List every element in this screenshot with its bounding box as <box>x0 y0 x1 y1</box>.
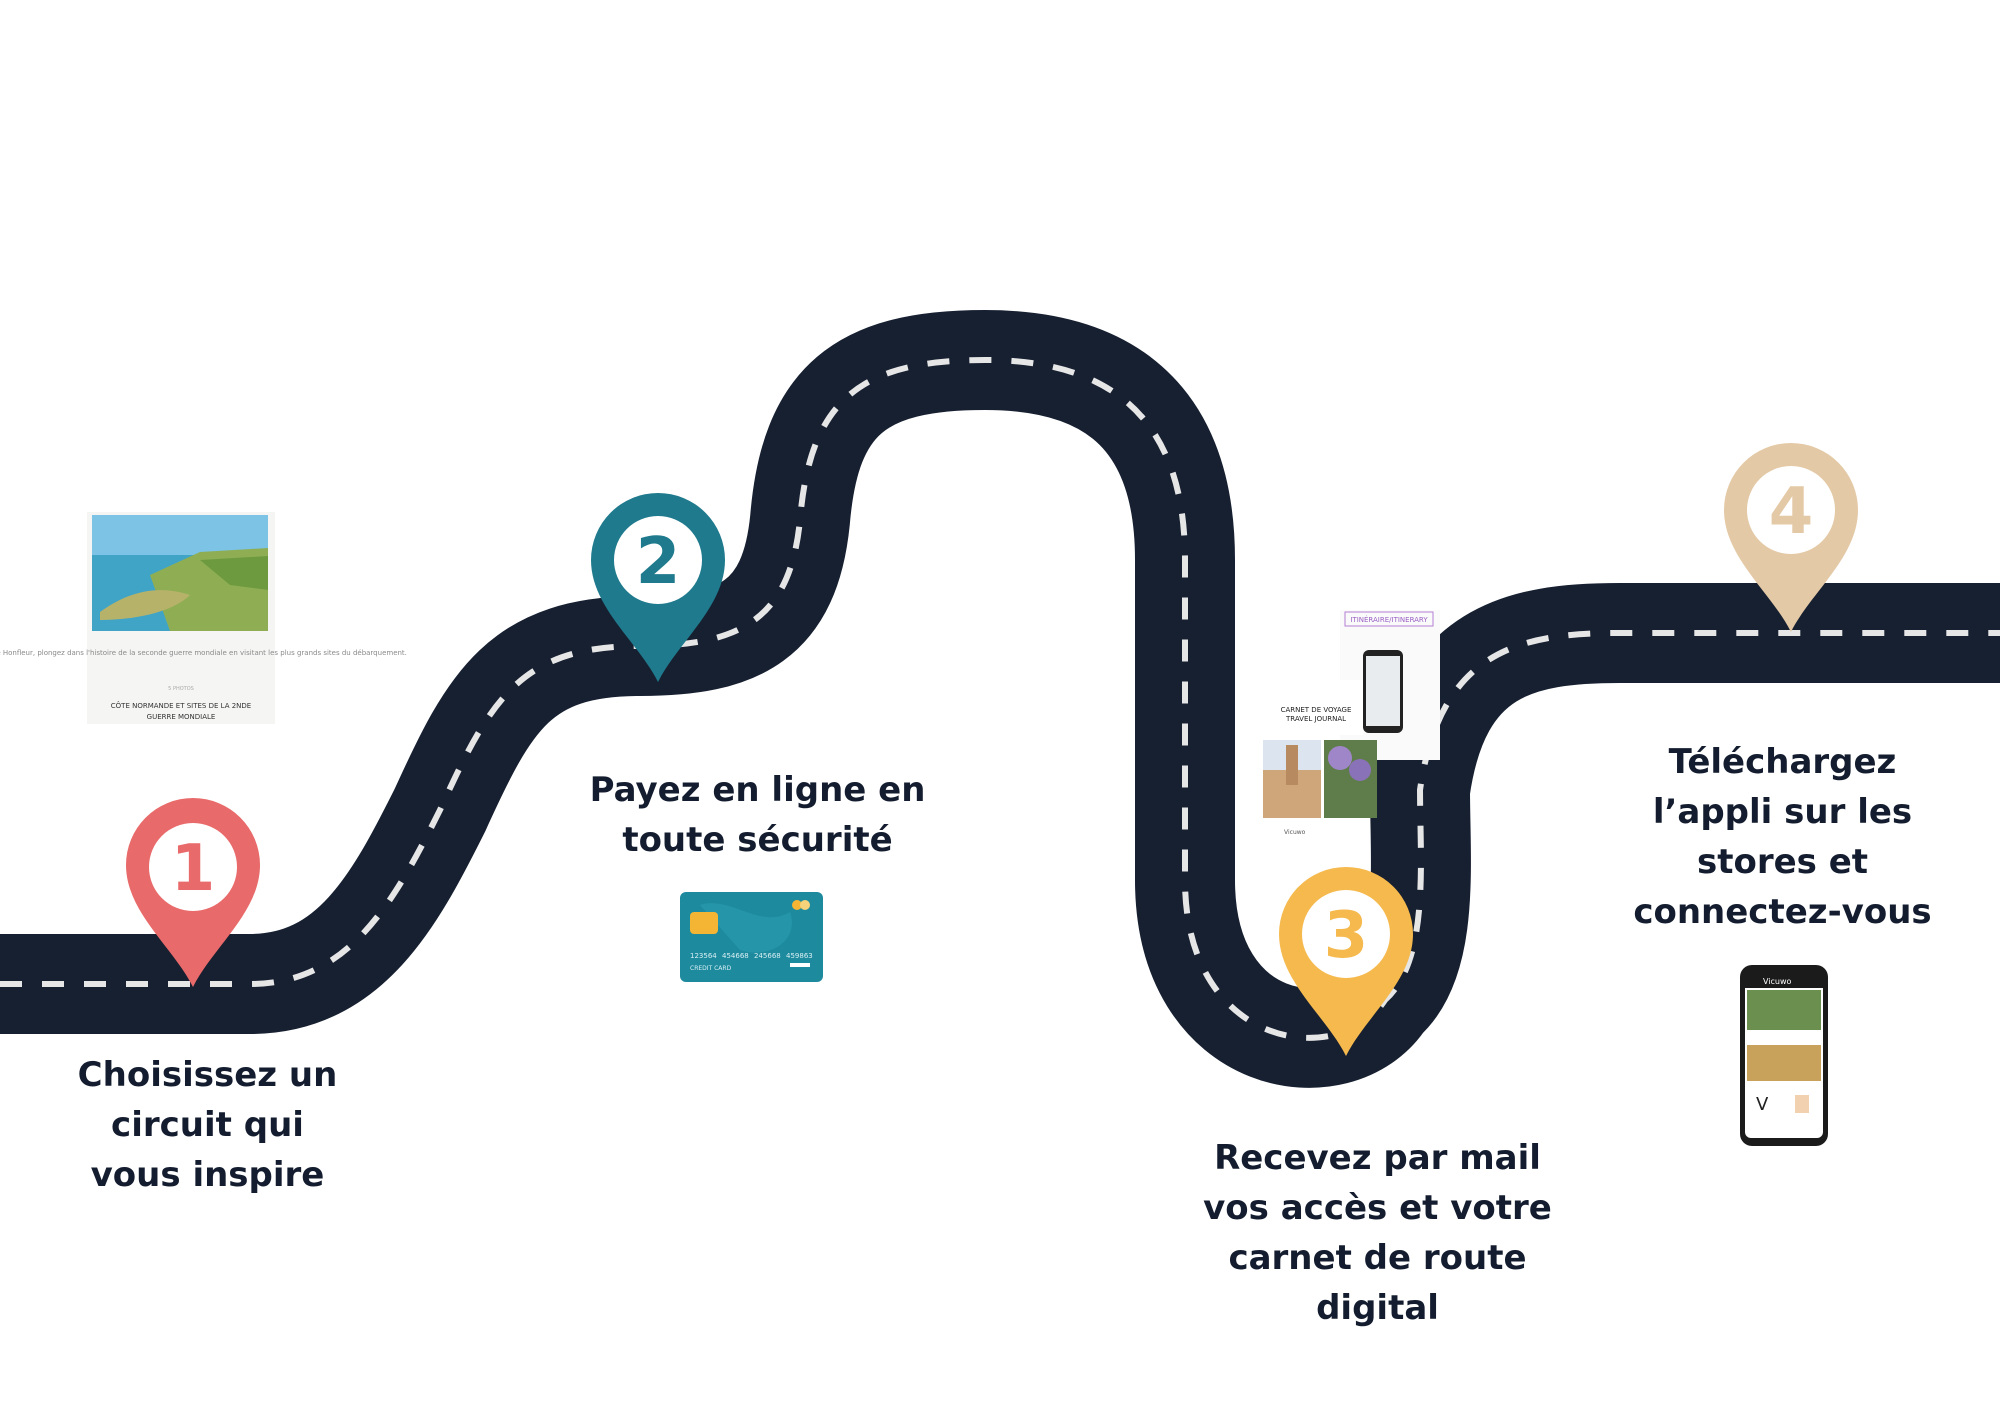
credit-card: 123564 454668 245668 459863 CREDIT CARD <box>680 892 823 982</box>
card-number-3: 245668 <box>754 952 781 960</box>
circuit-card-title-2: GUERRE MONDIALE <box>147 713 216 721</box>
carnet-title-2: TRAVEL JOURNAL <box>1285 715 1346 723</box>
step-1-text: Choisissez un circuit qui vous inspire <box>50 1050 365 1200</box>
step-3-line-3: carnet de route <box>1228 1238 1527 1278</box>
card-number-2: 454668 <box>722 952 749 960</box>
circuit-card-description: Au départ de Honfleur, plongez dans l'hi… <box>0 649 407 657</box>
circuit-card-tag: 5 PHOTOS <box>168 686 194 692</box>
app-brand: Vicuwo <box>1763 977 1792 986</box>
step-3-text: Recevez par mail vos accès et votre carn… <box>1190 1133 1565 1333</box>
step-4-line-1: Téléchargez <box>1668 742 1897 782</box>
circuit-card-title-1: CÔTE NORMANDE ET SITES DE LA 2NDE <box>111 701 251 710</box>
step-2-line-1: Payez en ligne en <box>589 770 926 810</box>
pin-4-number: 4 <box>1769 475 1814 549</box>
step-1-line-2: circuit qui <box>111 1105 304 1145</box>
pin-1-number: 1 <box>171 832 216 906</box>
app-logo-icon: V <box>1756 1094 1769 1115</box>
pin-2-number: 2 <box>636 525 681 599</box>
step-2-line-2: toute sécurité <box>622 820 893 860</box>
pin-3: 3 <box>1279 867 1413 1056</box>
step-1-line-1: Choisissez un <box>77 1055 338 1095</box>
card-number-4: 459863 <box>786 952 813 960</box>
step-3-line-4: digital <box>1316 1288 1439 1328</box>
circuit-card: Au départ de Honfleur, plongez dans l'hi… <box>0 512 407 724</box>
step-4-line-3: stores et <box>1696 842 1869 882</box>
pin-4: 4 <box>1724 443 1858 632</box>
pin-3-number: 3 <box>1324 899 1369 973</box>
pin-1: 1 <box>126 798 260 987</box>
step-2-text: Payez en ligne en toute sécurité <box>580 765 935 865</box>
carnet-brand: Vicuwo <box>1284 829 1306 836</box>
carnet-collage: ITINÉRAIRE/ITINERARY CARNET DE VOYAGE TR… <box>1263 610 1440 836</box>
coast-photo <box>92 515 268 631</box>
card-logo-icon <box>792 900 802 910</box>
step-4-line-4: connectez-vous <box>1633 892 1932 932</box>
app-photo-2 <box>1747 1045 1821 1081</box>
step-3-line-2: vos accès et votre <box>1203 1188 1552 1228</box>
carnet-header: ITINÉRAIRE/ITINERARY <box>1350 615 1428 624</box>
pin-2: 2 <box>591 493 725 682</box>
step-3-line-1: Recevez par mail <box>1214 1138 1541 1178</box>
step-4-line-2: l’appli sur les <box>1652 792 1913 832</box>
road <box>0 310 2000 1088</box>
app-photo-1 <box>1747 990 1821 1030</box>
card-label: CREDIT CARD <box>690 965 732 972</box>
step-1-line-3: vous inspire <box>90 1155 325 1195</box>
carnet-header-box <box>1344 611 1434 627</box>
church-photo <box>1263 740 1321 818</box>
carnet-title-1: CARNET DE VOYAGE <box>1281 706 1352 714</box>
step-4-text: Téléchargez l’appli sur les stores et co… <box>1610 737 1955 937</box>
card-number-1: 123564 <box>690 952 717 960</box>
wisteria-photo <box>1324 740 1377 818</box>
road-center-dashes <box>0 356 2000 1041</box>
chip-icon <box>690 912 718 934</box>
app-phone: Vicuwo V <box>1740 965 1828 1146</box>
